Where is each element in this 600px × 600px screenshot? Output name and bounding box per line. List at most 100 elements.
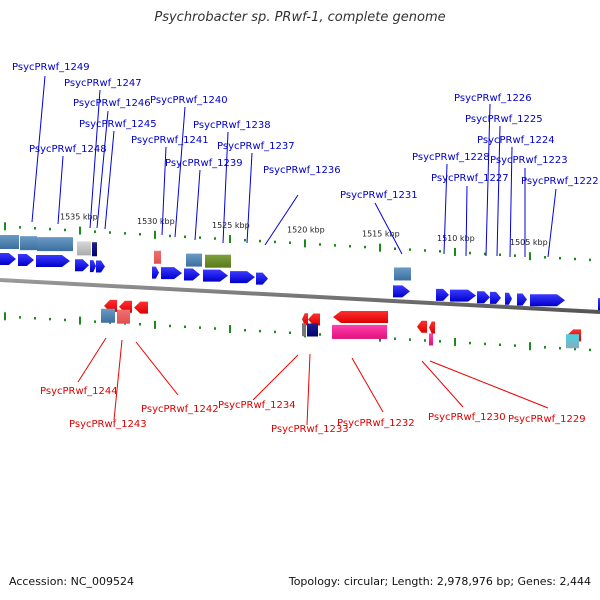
- top-scale-major-tick: [229, 235, 231, 244]
- genome-title: Psychrobacter sp. PRwf-1, complete genom…: [154, 10, 446, 25]
- forward-gene-arrow: [0, 253, 16, 265]
- top-scale-minor-tick: [469, 251, 471, 255]
- top-scale-minor-tick: [409, 248, 411, 251]
- gene-label-bottom: PsycPRwf_1229: [508, 414, 586, 425]
- leader-line: [194, 169, 201, 241]
- top-scale-minor-tick: [559, 256, 561, 260]
- top-scale-minor-tick: [484, 252, 486, 256]
- leader-line: [57, 155, 64, 225]
- feature-box: [37, 237, 73, 252]
- leader-line: [547, 188, 557, 258]
- top-scale-minor-tick: [199, 236, 201, 239]
- leader-line: [252, 354, 299, 401]
- kbp-scale-label: 1510 kbp: [437, 234, 475, 243]
- bottom-scale-minor-tick: [199, 326, 201, 329]
- forward-gene-arrow: [96, 260, 105, 273]
- leader-line: [113, 339, 123, 421]
- gene-label-top: PsycPRwf_1238: [193, 120, 271, 131]
- top-scale-major-tick: [379, 243, 381, 252]
- top-scale-minor-tick: [274, 240, 276, 244]
- top-scale-minor-tick: [334, 244, 336, 247]
- bottom-scale-minor-tick: [589, 348, 591, 352]
- leader-line: [174, 106, 186, 238]
- leader-line: [374, 202, 403, 255]
- top-scale-minor-tick: [184, 235, 186, 239]
- feature-box: [205, 254, 231, 268]
- top-scale-minor-tick: [574, 257, 576, 261]
- top-scale-minor-tick: [544, 256, 546, 259]
- bottom-scale-minor-tick: [19, 316, 21, 319]
- leader-line: [443, 163, 448, 255]
- gene-label-top: PsycPRwf_1223: [490, 155, 568, 166]
- forward-gene-arrow: [152, 266, 159, 279]
- kbp-scale-label: 1515 kbp: [362, 230, 400, 239]
- top-scale-minor-tick: [394, 247, 396, 251]
- bottom-scale-minor-tick: [64, 318, 66, 322]
- leader-line: [222, 131, 229, 244]
- forward-gene-arrow: [161, 267, 182, 280]
- genome-summary: Topology: circular; Length: 2,978,976 bp…: [288, 575, 591, 588]
- gene-label-top: PsycPRwf_1237: [217, 141, 295, 152]
- top-scale-major-tick: [79, 226, 81, 235]
- kbp-scale-label: 1505 kbp: [510, 238, 548, 247]
- reverse-gene-arrow: [302, 313, 308, 326]
- top-scale-minor-tick: [34, 226, 36, 230]
- bottom-scale-minor-tick: [544, 346, 546, 349]
- bottom-scale-minor-tick: [244, 328, 246, 332]
- top-scale-minor-tick: [124, 232, 126, 235]
- forward-gene-arrow: [517, 293, 527, 306]
- bottom-scale-minor-tick: [514, 344, 516, 347]
- genome-backbone: [0, 278, 600, 314]
- bottom-scale-minor-tick: [409, 338, 411, 341]
- forward-gene-arrow: [230, 271, 255, 284]
- gene-label-bottom: PsycPRwf_1230: [428, 412, 506, 423]
- gene-label-bottom: PsycPRwf_1232: [337, 418, 415, 429]
- leader-line: [31, 75, 46, 223]
- gene-label-top: PsycPRwf_1225: [465, 114, 543, 125]
- bottom-scale-minor-tick: [559, 346, 561, 350]
- bottom-scale-minor-tick: [574, 347, 576, 351]
- leader-line: [89, 89, 101, 229]
- gene-label-top: PsycPRwf_1236: [263, 165, 341, 176]
- bottom-scale-minor-tick: [424, 339, 426, 342]
- kbp-scale-label: 1525 kbp: [212, 221, 250, 230]
- feature-box: [101, 308, 115, 323]
- gene-label-top: PsycPRwf_1224: [477, 135, 555, 146]
- forward-gene-arrow: [184, 268, 200, 281]
- top-scale-minor-tick: [94, 230, 96, 233]
- feature-box: [154, 250, 161, 264]
- feature-box: [307, 323, 318, 337]
- top-scale-minor-tick: [499, 253, 501, 256]
- forward-gene-arrow: [530, 294, 565, 307]
- bottom-scale-minor-tick: [319, 333, 321, 336]
- leader-line: [104, 130, 115, 230]
- top-scale-major-tick: [529, 252, 531, 261]
- gene-label-top: PsycPRwf_1226: [454, 93, 532, 104]
- gene-label-top: PsycPRwf_1240: [150, 95, 228, 106]
- forward-gene-arrow: [450, 289, 476, 302]
- gene-label-top: PsycPRwf_1231: [340, 190, 418, 201]
- top-scale-minor-tick: [109, 231, 111, 234]
- leader-line: [96, 110, 109, 229]
- forward-gene-arrow: [477, 291, 490, 304]
- bottom-scale-minor-tick: [259, 329, 261, 333]
- forward-gene-arrow: [490, 291, 501, 304]
- leader-line: [264, 194, 299, 246]
- bottom-scale-major-tick: [529, 342, 531, 351]
- top-scale-major-tick: [454, 247, 456, 256]
- top-scale-minor-tick: [424, 249, 426, 252]
- accession-label: Accession: NC_009524: [9, 575, 135, 588]
- gene-label-top: PsycPRwf_1227: [431, 173, 509, 184]
- leader-line: [429, 360, 549, 409]
- top-scale-minor-tick: [139, 232, 141, 236]
- kbp-scale-label: 1535 kbp: [60, 212, 98, 221]
- top-scale-minor-tick: [169, 234, 171, 238]
- top-scale-major-tick: [4, 222, 6, 231]
- leader-line: [509, 146, 513, 258]
- bottom-scale-minor-tick: [439, 340, 441, 343]
- gene-label-top: PsycPRwf_1241: [131, 135, 209, 146]
- leader-line: [246, 152, 253, 244]
- bottom-scale-major-tick: [79, 316, 81, 325]
- bottom-scale-minor-tick: [49, 317, 51, 321]
